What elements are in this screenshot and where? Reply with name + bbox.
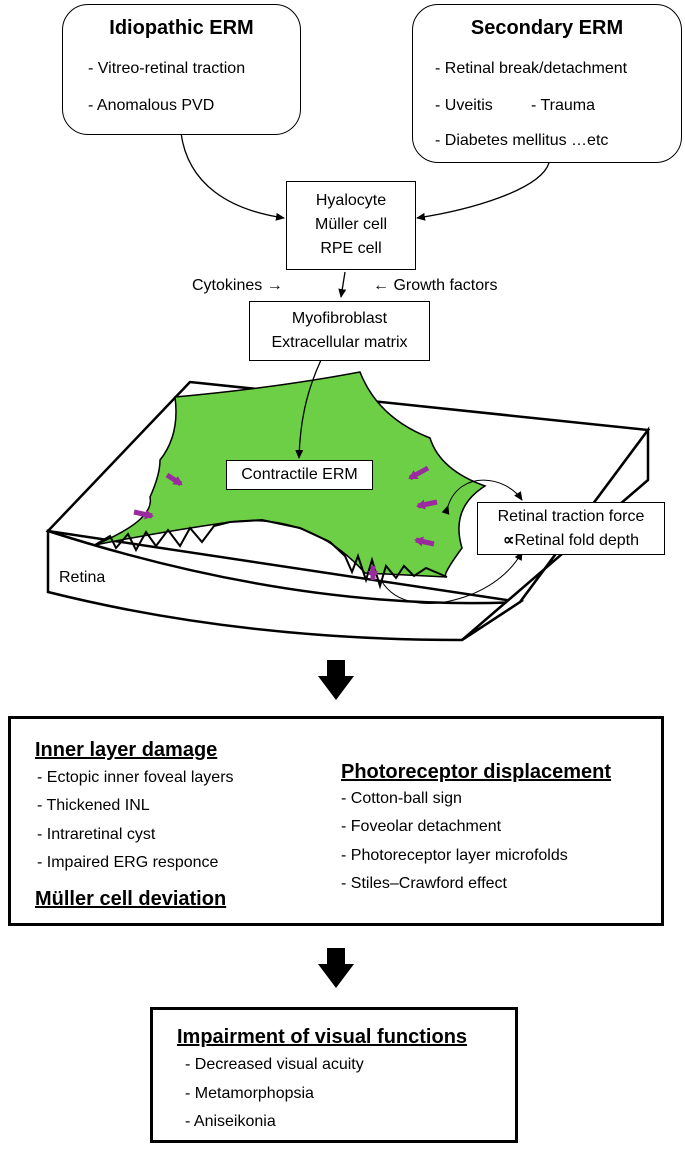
big-arrow-2 — [318, 948, 354, 988]
arrow-myofibroblast-to-erm — [295, 359, 322, 459]
photoreceptor-item: - Stiles–Crawford effect — [341, 875, 507, 892]
secondary-erm-box: Secondary ERM - Retinal break/detachment… — [412, 4, 682, 163]
traction-force-label: Retinal traction force — [497, 508, 645, 525]
impairment-box: Impairment of visual functions - Decreas… — [150, 1007, 518, 1143]
idiopathic-erm-box: Idiopathic ERM - Vitreo-retinal traction… — [62, 4, 301, 135]
damage-box: Inner layer damage - Ectopic inner fovea… — [8, 716, 664, 926]
cells-box: Hyalocyte Müller cell RPE cell — [286, 181, 416, 270]
impairment-item: - Aniseikonia — [185, 1113, 276, 1130]
cell-hyalocyte: Hyalocyte — [315, 192, 387, 209]
arrow-idiopathic-to-cells — [180, 132, 285, 221]
traction-lines: Retinal traction force ∝Retinal fold dep… — [478, 505, 664, 553]
myofibroblast-box: Myofibroblast Extracellular matrix — [249, 301, 430, 361]
inner-layer-damage-title: Inner layer damage — [35, 739, 218, 761]
retina-label: Retina — [59, 569, 106, 586]
proportional-symbol: ∝ — [503, 532, 515, 549]
traction-arrows — [133, 465, 438, 580]
traction-loop-upper — [441, 479, 523, 515]
impairment-title: Impairment of visual functions — [177, 1026, 468, 1048]
inner-layer-item: - Thickened INL — [37, 797, 150, 814]
muller-cell-deviation-title: Müller cell deviation — [35, 888, 227, 910]
impairment-item: - Decreased visual acuity — [185, 1056, 364, 1073]
photoreceptor-item: - Foveolar detachment — [341, 818, 502, 835]
inner-layer-item: - Ectopic inner foveal layers — [37, 769, 234, 786]
secondary-erm-title: Secondary ERM — [470, 17, 624, 39]
photoreceptor-item: - Photoreceptor layer microfolds — [341, 847, 568, 864]
secondary-item: - Trauma — [531, 97, 596, 114]
contractile-erm-label: Contractile ERM — [241, 466, 358, 483]
traction-proportional-line: ∝Retinal fold depth — [478, 529, 664, 553]
inner-layer-item: - Impaired ERG responce — [37, 854, 219, 871]
photoreceptor-displacement-title: Photoreceptor displacement — [341, 761, 612, 783]
impairment-item: - Metamorphopsia — [185, 1085, 314, 1102]
extracellular-matrix-label: Extracellular matrix — [271, 334, 408, 351]
idiopathic-item: - Vitreo-retinal traction — [88, 60, 246, 77]
myofibroblast-label: Myofibroblast — [291, 310, 388, 327]
cells-lines: Hyalocyte Müller cell RPE cell — [287, 189, 415, 261]
idiopathic-item: - Anomalous PVD — [88, 97, 215, 114]
cell-muller: Müller cell — [314, 216, 387, 233]
retinal-fold-depth-label: Retinal fold depth — [514, 532, 639, 549]
traction-force-box: Retinal traction force ∝Retinal fold dep… — [477, 502, 665, 555]
inner-layer-item: - Intraretinal cyst — [37, 826, 156, 843]
secondary-item: - Uveitis — [435, 97, 493, 114]
myofibroblast-lines: Myofibroblast Extracellular matrix — [250, 307, 429, 355]
big-arrow-1 — [318, 660, 354, 700]
photoreceptor-item: - Cotton-ball sign — [341, 790, 462, 807]
contractile-erm-box: Contractile ERM — [226, 460, 373, 490]
idiopathic-erm-title: Idiopathic ERM — [109, 17, 254, 39]
cell-rpe: RPE cell — [320, 240, 382, 257]
retina-block-side-face — [461, 426, 650, 642]
secondary-item: - Diabetes mellitus …etc — [435, 132, 609, 149]
secondary-item: - Retinal break/detachment — [435, 60, 628, 77]
growth-factors-label: ← Growth factors — [373, 277, 498, 294]
arrow-cells-to-myofibroblast — [338, 271, 347, 298]
cytokines-label: Cytokines → — [192, 277, 283, 294]
arrow-secondary-to-cells — [416, 162, 550, 221]
retinal-folds — [94, 518, 448, 590]
traction-loop-lower — [380, 551, 523, 604]
